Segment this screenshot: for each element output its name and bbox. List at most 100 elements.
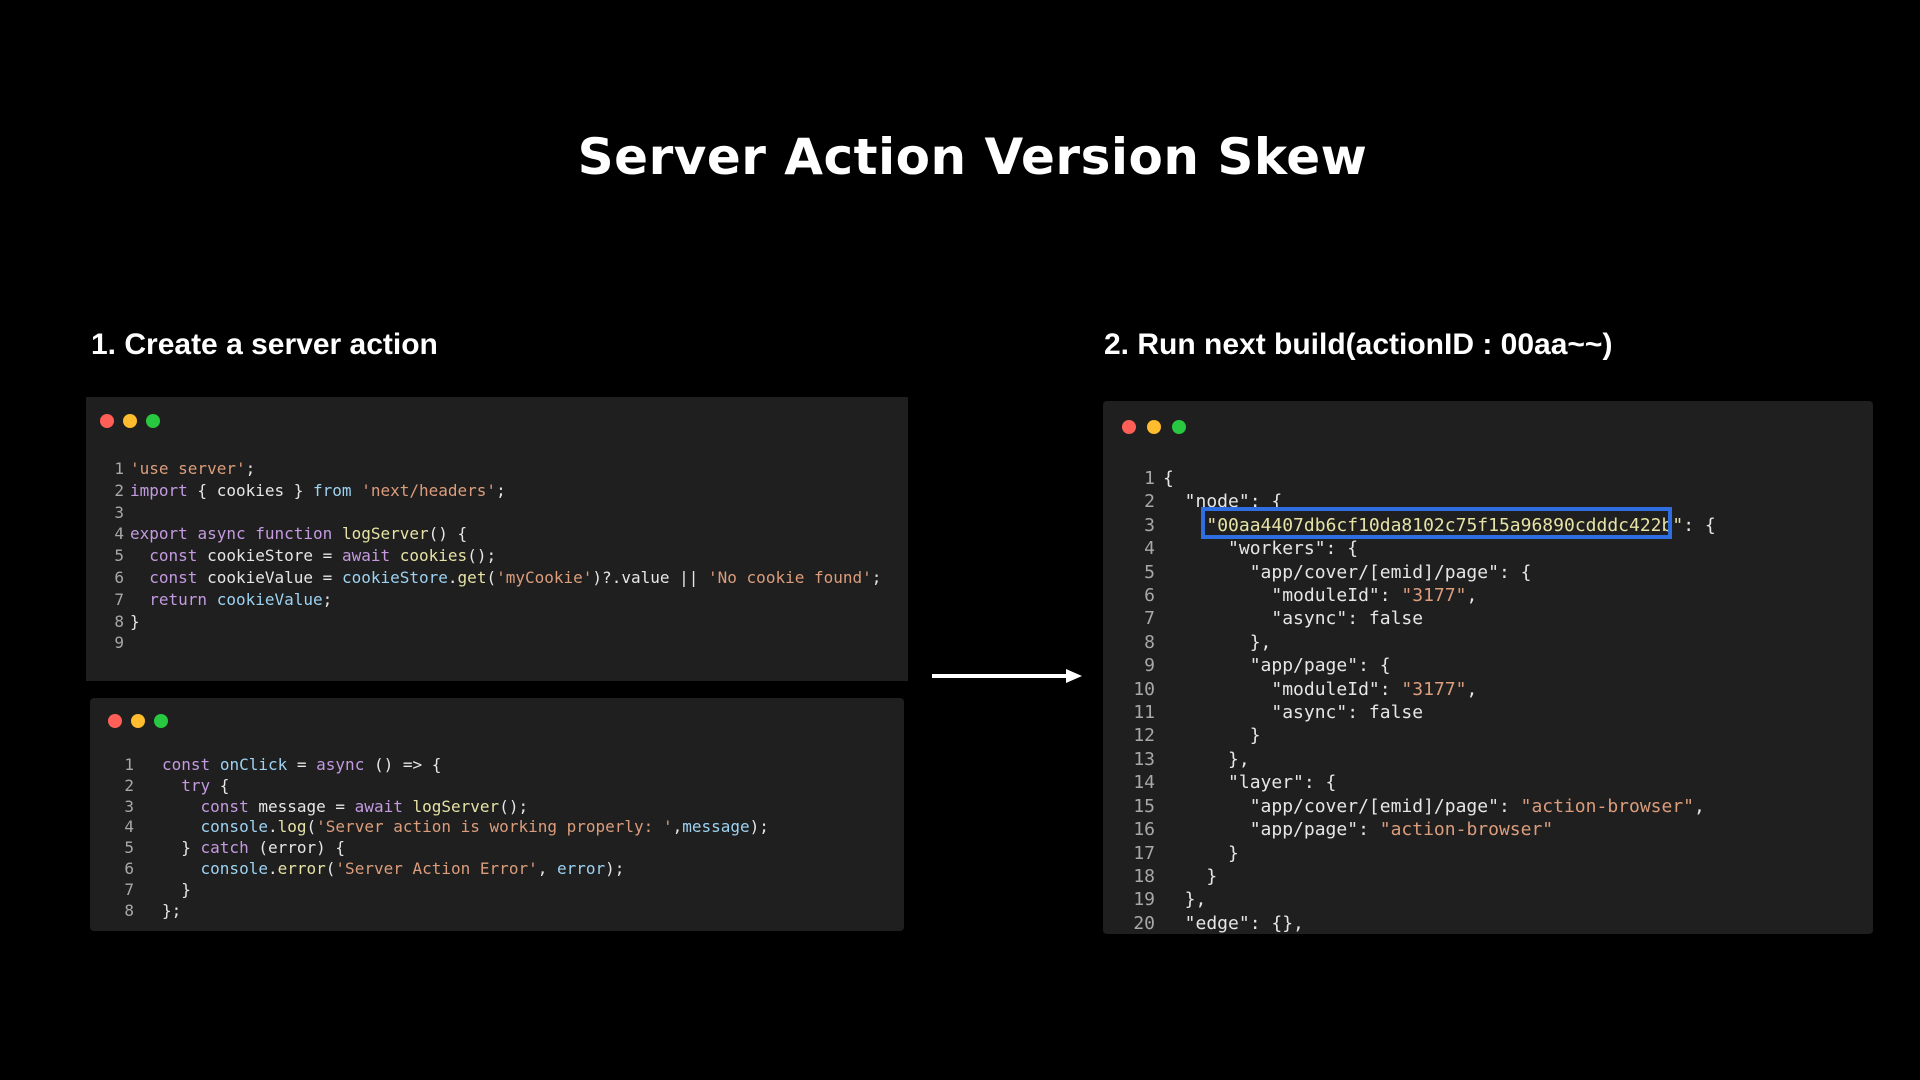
line-number: 4 [124,817,134,837]
code-token: ; [871,567,882,587]
code-line: 4 "workers": { [1121,537,1716,560]
line-number: 1 [124,755,134,774]
code-token: "async": false [1163,608,1424,630]
code-token: await [354,796,403,816]
code-token: cookies [399,546,468,566]
code-line: 9 "app/page": { [1121,654,1716,677]
code-token: }, [1163,748,1250,770]
line-number: 2 [1144,491,1155,513]
code-token: try [181,775,211,795]
code-token [1163,515,1206,536]
code-token: } [1163,865,1218,887]
code-line: 15 "app/cover/[emid]/page": "action-brow… [1121,795,1716,818]
line-number: 6 [114,567,124,587]
code-token: 'myCookie' [496,567,593,587]
code-line: 6 const cookieValue = cookieStore.get('m… [104,567,881,589]
code-line: 7 return cookieValue; [104,589,881,611]
line-number: 8 [124,900,134,920]
maximize-dot-icon [1172,420,1186,434]
code-token: from [313,480,352,500]
code-token: ; [496,480,506,500]
code-line: 8} [104,611,881,633]
code-token: await [341,546,391,566]
code-line: 3 "00aa4407db6cf10da8102c75f15a96890cddd… [1121,514,1716,537]
step1-heading: 1. Create a server action [91,328,438,361]
code-token: "edge": {}, [1163,912,1304,934]
code-token: const [149,567,198,587]
code-token: "workers": { [1163,538,1359,560]
code-token: "app/page": [1163,819,1380,841]
code-token: } [1163,725,1261,747]
line-number: 10 [1133,678,1155,700]
code-token: (); [467,546,497,566]
code-token: } [162,838,201,858]
code-token: cookieValue = [197,567,342,587]
code-token: (error) { [248,838,346,858]
code-token: console [200,817,268,837]
code-token: (); [499,796,529,816]
line-number: 9 [114,633,124,653]
code-line: 13 }, [1121,748,1716,771]
code-line: 6 "moduleId": "3177", [1121,584,1716,607]
code-token: , [1694,795,1705,817]
line-number: 4 [114,524,124,544]
code-token: cookieValue [216,589,323,609]
code-token: )?.value || [592,567,709,587]
window-controls [1122,420,1186,434]
line-number: 18 [1133,865,1155,887]
code-token: logServer [412,796,500,816]
line-number: 4 [1144,538,1155,560]
code-token: "app/cover/[emid]/page": [1163,795,1521,817]
line-number: 7 [1144,608,1155,630]
code-token: onClick [219,755,288,774]
code-token: get [457,567,487,587]
code-token: 'Server action is working properly: ' [316,817,673,837]
line-number: 11 [1133,702,1155,724]
code-line: 9 [104,632,881,654]
line-number: 1 [1144,468,1155,489]
code-token: export [130,524,188,544]
code-token: }, [1163,889,1207,911]
line-number: 17 [1133,842,1155,864]
code-line: 8}; [108,901,769,922]
code-token: "app/cover/[emid]/page": { [1163,561,1532,583]
code-token [162,817,201,836]
line-number: 7 [114,589,124,609]
line-number: 5 [114,546,124,566]
code-token: import [130,480,188,500]
line-number: 13 [1133,748,1155,770]
line-number: 9 [1144,655,1155,677]
close-dot-icon [100,414,114,428]
code-token: , [1466,585,1478,607]
code-line: 4 console.log('Server action is working … [108,817,769,838]
code-line: 16 "app/page": "action-browser" [1121,818,1716,841]
code-line: 10 "moduleId": "3177", [1121,678,1716,701]
code-token [162,776,181,795]
close-dot-icon [108,714,122,728]
code-token: "3177" [1401,585,1467,607]
line-number: 12 [1133,725,1155,747]
code-token: function [255,524,333,544]
code-token: ( [325,858,336,878]
line-number: 19 [1133,889,1155,911]
code-token: console [200,858,268,878]
code-line: 1'use server'; [104,458,881,480]
code-token [207,590,217,609]
code-token: ); [605,858,625,878]
code-line: 5 } catch (error) { [108,838,769,859]
line-number: 3 [114,502,124,522]
code-token: "moduleId": [1163,585,1402,607]
code-token [130,590,149,609]
line-number: 6 [1144,585,1155,607]
code-token: logServer [341,524,429,544]
code-token: message = [248,796,355,816]
code-line: 17 } [1121,842,1716,865]
arrow-right-icon [932,669,1082,683]
code-token: 'use server' [130,459,246,478]
code-token: log [277,817,307,837]
code-token: { [210,775,230,795]
